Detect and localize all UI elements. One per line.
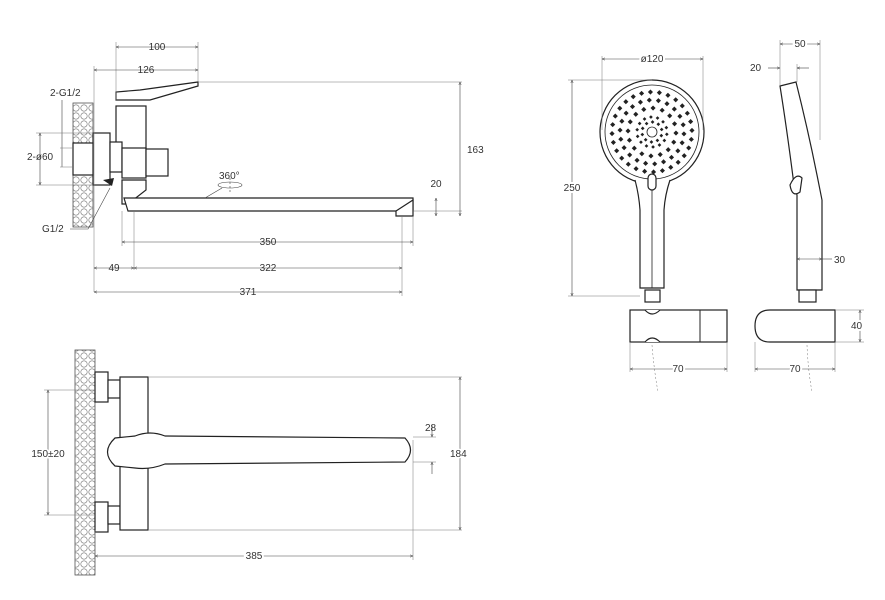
nozzle: [675, 159, 681, 165]
hand-shower-side-view: 50 20 30 40 70: [750, 37, 865, 393]
dim-spout-height: 20: [430, 179, 442, 190]
dim-spout-reach: 322: [260, 263, 277, 274]
dim-head-thickness: 20: [750, 63, 762, 74]
nozzle: [668, 164, 674, 170]
holder-side: [754, 309, 836, 343]
flange: [92, 132, 111, 186]
nozzle: [657, 152, 663, 158]
nozzle: [675, 148, 681, 154]
dim-depth: 184: [450, 449, 467, 460]
nozzle: [664, 125, 669, 130]
dim-spout-length: 350: [260, 237, 277, 248]
spout: [106, 432, 412, 470]
nozzle: [643, 137, 648, 142]
nozzle: [627, 152, 633, 158]
handle: [634, 179, 671, 289]
nozzle: [661, 120, 665, 124]
dim-total-reach: 371: [240, 287, 257, 298]
connector-side: [798, 289, 817, 303]
spout: [123, 197, 414, 212]
nut: [109, 141, 123, 173]
mode-button-side: [789, 175, 803, 195]
wall-section: [74, 349, 96, 576]
mixer-side-view: 100 126 163 20 350 49 322 371 2-G1/2 2-ø…: [27, 42, 484, 298]
label-outlet: G1/2: [42, 224, 64, 235]
dim-diameter: ø120: [641, 54, 664, 65]
label-flanges: 2-ø60: [27, 152, 54, 163]
dim-depth: 50: [794, 39, 806, 50]
nozzle: [649, 115, 653, 119]
dim-length: 385: [246, 551, 263, 562]
nozzle: [668, 154, 675, 160]
nozzle: [681, 131, 687, 137]
cartridge: [145, 148, 169, 177]
nozzle: [659, 127, 664, 132]
nozzle: [651, 145, 655, 149]
dim-lever-from-wall: 126: [138, 65, 155, 76]
dim-wall-to-spout: 49: [108, 263, 120, 274]
dim-lever-width: 100: [149, 42, 166, 53]
eccentric: [72, 142, 94, 176]
mixer-top-view: 150±20 28 184 385: [30, 349, 469, 576]
lever: [115, 81, 199, 101]
label-rotation: 360°: [219, 171, 240, 182]
nozzle: [610, 139, 616, 145]
nozzle: [686, 145, 692, 151]
dim-height: 163: [467, 145, 484, 156]
dim-centers: 150±20: [31, 449, 65, 460]
connector: [644, 289, 661, 303]
holder: [629, 309, 728, 343]
dim-holder-width: 70: [672, 364, 684, 375]
mode-button: [647, 173, 657, 191]
hand-shower-front-view: ø120 250 70: [562, 52, 728, 393]
dim-holder-width: 70: [789, 364, 801, 375]
nozzle: [655, 138, 660, 143]
nozzle: [626, 137, 632, 143]
dim-spout-width: 28: [425, 423, 437, 434]
nozzle: [639, 151, 645, 157]
dim-holder-height: 40: [851, 321, 863, 332]
nozzle: [644, 144, 649, 148]
nozzle: [635, 127, 640, 132]
dim-handle-thickness: 30: [834, 255, 846, 266]
dim-length: 250: [564, 183, 581, 194]
outlet-thread: [103, 178, 114, 186]
nozzle: [652, 161, 658, 167]
nozzle: [609, 131, 615, 137]
label-inlets: 2-G1/2: [50, 88, 81, 99]
